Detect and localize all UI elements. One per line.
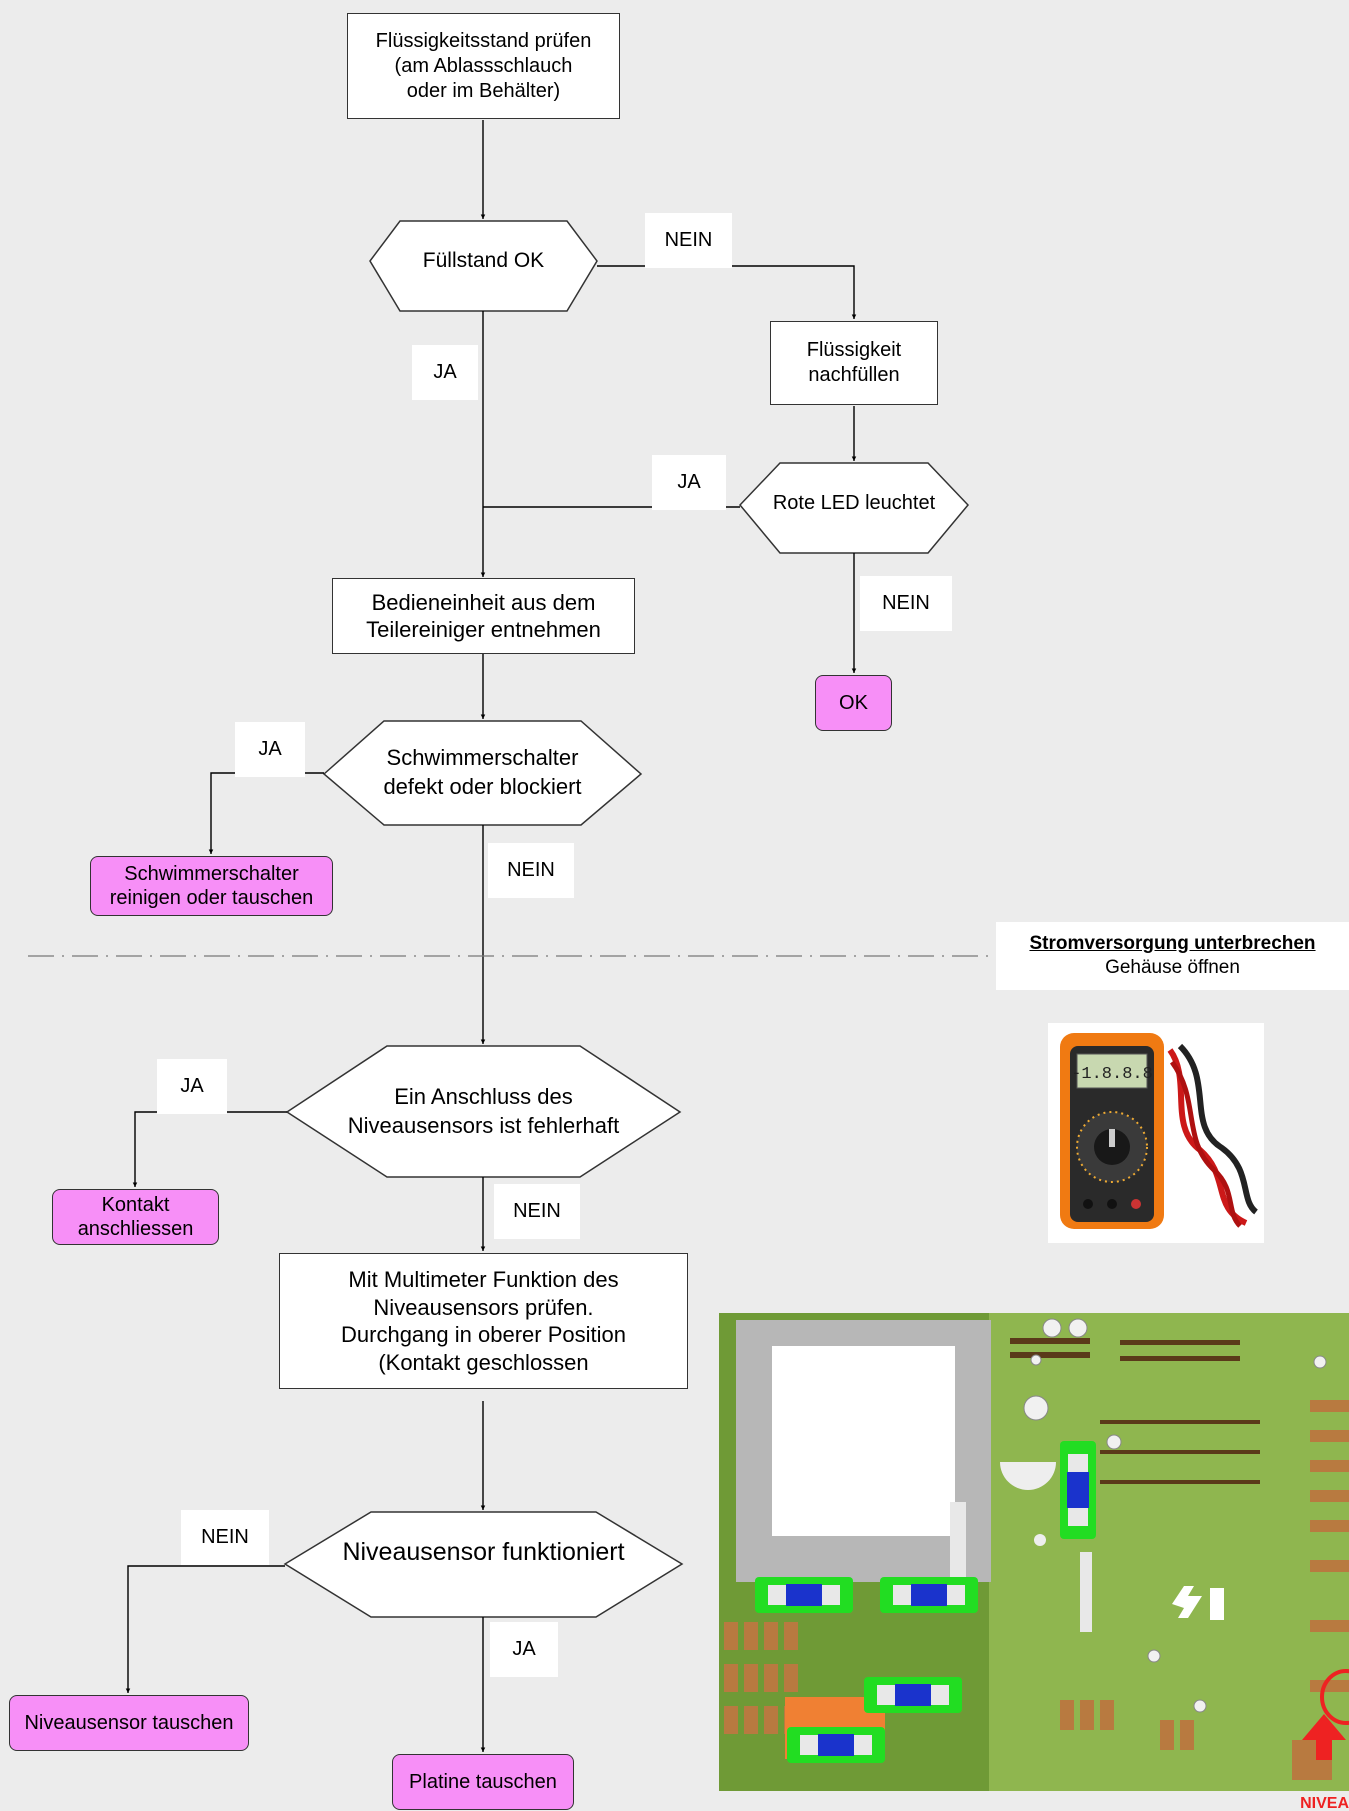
board-sensor-label: NIVEA xyxy=(1300,1795,1349,1811)
multimeter-display-text: -1.8.8.8 xyxy=(1071,1065,1153,1084)
power-disconnect-note: Stromversorgung unterbrechen Gehäuse öff… xyxy=(996,922,1349,990)
result-replace-board: Platine tauschen xyxy=(392,1754,574,1810)
edge-label-led-yes: JA xyxy=(652,455,726,510)
result-float-clean: Schwimmerschalter reinigen oder tauschen xyxy=(90,856,333,916)
level-sensor-callout xyxy=(1320,1669,1349,1725)
edge-float-yes xyxy=(208,772,324,854)
edge-label-float-no: NEIN xyxy=(488,843,574,898)
step-check-level: Flüssigkeitsstand prüfen (am Ablassschla… xyxy=(347,13,620,119)
edge-level-no xyxy=(597,265,857,319)
fuse-highlights xyxy=(755,1441,1096,1763)
edge-label-sensor-yes: JA xyxy=(490,1622,558,1677)
edge-label-float-yes: JA xyxy=(235,722,305,777)
step-refill: Flüssigkeit nachfüllen xyxy=(770,321,938,405)
callout-arrow xyxy=(1302,1714,1346,1760)
step-multimeter-check: Mit Multimeter Funktion des Niveausensor… xyxy=(279,1253,688,1389)
decision-connection-shape xyxy=(285,1045,682,1178)
edge-label-level-no: NEIN xyxy=(645,213,732,268)
note-power-off: Stromversorgung unterbrechen xyxy=(1029,933,1316,955)
decision-connection: Ein Anschluss des Niveausensors ist fehl… xyxy=(347,1083,620,1138)
note-open-housing: Gehäuse öffnen xyxy=(1105,957,1240,978)
result-connect-contact: Kontakt anschliessen xyxy=(52,1189,219,1245)
decision-sensor-works: Niveausensor funktioniert xyxy=(342,1537,625,1566)
multimeter-photo: -1.8.8.8 xyxy=(1048,1023,1264,1243)
decision-float-switch: Schwimmerschalter defekt oder blockiert xyxy=(383,745,582,799)
edge-label-sensor-no: NEIN xyxy=(181,1510,269,1565)
edge-sensor-no xyxy=(125,1565,285,1693)
decision-level-ok: Füllstand OK xyxy=(422,249,545,273)
decision-red-led: Rote LED leuchtet xyxy=(772,492,936,514)
decision-float-shape xyxy=(322,720,643,826)
result-replace-sensor: Niveausensor tauschen xyxy=(9,1695,249,1751)
edge-label-level-yes: JA xyxy=(412,345,478,400)
edge-label-connection-no: NEIN xyxy=(494,1184,580,1239)
decision-level-ok-shape xyxy=(369,220,598,312)
edge-label-connection-yes: JA xyxy=(157,1059,227,1114)
pcb-photo xyxy=(719,1313,1349,1791)
edge-connection-yes xyxy=(132,1111,287,1187)
step-remove-unit: Bedieneinheit aus dem Teilereiniger entn… xyxy=(332,578,635,654)
result-ok: OK xyxy=(815,675,892,731)
edge-label-led-no: NEIN xyxy=(860,576,952,631)
decision-sensor-shape xyxy=(283,1511,684,1618)
decision-red-led-shape xyxy=(738,462,970,554)
